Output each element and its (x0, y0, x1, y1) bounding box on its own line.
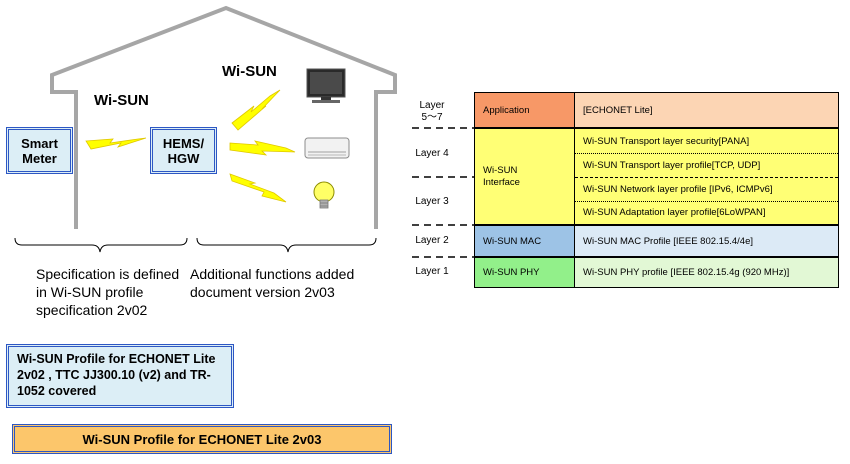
application-name: Application (483, 104, 530, 116)
house-outline (50, 5, 397, 229)
row-divider (575, 153, 838, 154)
profile-2v03-label: Wi-SUN Profile for ECHONET Lite 2v03 (82, 431, 322, 447)
hems-hgw-label: HEMS/ HGW (162, 135, 205, 166)
lightning-bolt-icon (231, 89, 281, 131)
layer-label-5-7: Layer 5～7 (419, 100, 445, 123)
wisun-interface-name: Wi-SUN Interface (483, 164, 520, 188)
interface-row-text: Wi-SUN Adaptation layer profile[6LoWPAN] (583, 207, 766, 218)
row-divider (575, 201, 838, 202)
wisun-phy-content: Wi-SUN PHY profile [IEEE 802.15.4g (920 … (583, 267, 790, 278)
wisun-mac-content: Wi-SUN MAC Profile [IEEE 802.15.4/4e] (583, 235, 754, 247)
interface-row: Wi-SUN Adaptation layer profile[6LoWPAN] (575, 201, 838, 224)
air-conditioner-icon (304, 137, 350, 159)
application-content: [ECHONET Lite] (583, 104, 653, 116)
wisun-mac-cell: Wi-SUN MAC (474, 225, 575, 257)
profile-2v02-note: Wi-SUN Profile for ECHONET Lite 2v02 , T… (6, 344, 234, 408)
interface-row-text: Wi-SUN Transport layer security[PANA] (583, 135, 750, 147)
light-bulb-icon (313, 181, 335, 209)
interface-row-text: Wi-SUN Transport layer profile[TCP, UDP] (583, 159, 761, 171)
wisun-interface-rows: Wi-SUN Transport layer security[PANA] Wi… (574, 128, 839, 225)
wisun-phy-content-cell: Wi-SUN PHY profile [IEEE 802.15.4g (920 … (574, 257, 839, 288)
wisun-phy-name: Wi-SUN PHY (483, 267, 540, 278)
smart-meter-label: Smart Meter (21, 135, 58, 166)
tv-icon (306, 68, 346, 103)
layer-separators (412, 127, 474, 258)
lightning-bolt-icon (85, 137, 147, 150)
interface-row: Wi-SUN Transport layer profile[TCP, UDP] (575, 153, 838, 177)
hems-hgw-box: HEMS/ HGW (150, 127, 217, 174)
layer-label-4: Layer 4 (415, 148, 449, 159)
brace-right (196, 237, 377, 253)
interface-row: Wi-SUN Network layer profile [IPv6, ICMP… (575, 177, 838, 201)
spec-left-text: Specification is defined in Wi-SUN profi… (36, 266, 180, 318)
profile-2v03-note: Wi-SUN Profile for ECHONET Lite 2v03 (12, 424, 392, 454)
layer-label-3: Layer 3 (415, 196, 449, 207)
lightning-bolt-icon (229, 140, 296, 156)
wisun-interface-cell: Wi-SUN Interface (474, 128, 575, 225)
wisun-mac-content-cell: Wi-SUN MAC Profile [IEEE 802.15.4/4e] (574, 225, 839, 257)
application-cell: Application (474, 92, 575, 128)
application-content-cell: [ECHONET Lite] (574, 92, 839, 128)
wisun-label-left: Wi-SUN (94, 92, 149, 109)
interface-row-text: Wi-SUN Network layer profile [IPv6, ICMP… (583, 183, 773, 195)
wisun-label-right: Wi-SUN (222, 63, 277, 80)
layer-label-1: Layer 1 (415, 266, 449, 277)
brace-left (14, 237, 188, 253)
wisun-mac-name: Wi-SUN MAC (483, 235, 542, 247)
wisun-phy-cell: Wi-SUN PHY (474, 257, 575, 288)
lightning-bolt-icon (229, 173, 287, 203)
row-divider (575, 177, 838, 178)
interface-row: Wi-SUN Transport layer security[PANA] (575, 129, 838, 153)
layer-label-2: Layer 2 (415, 235, 449, 246)
spec-right-text: Additional functions added document vers… (190, 266, 355, 300)
smart-meter-box: Smart Meter (6, 127, 73, 174)
